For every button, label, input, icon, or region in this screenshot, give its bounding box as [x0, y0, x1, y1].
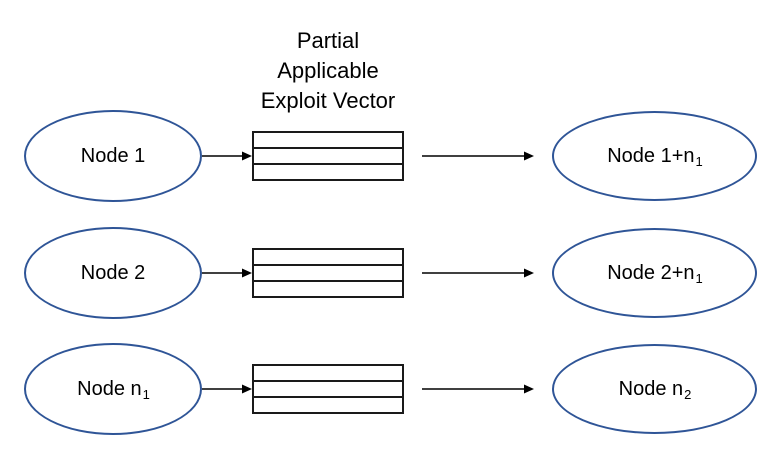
- exploit-vector-box: [252, 364, 404, 414]
- arrow-right-icon: [422, 268, 534, 278]
- exploit-vector-cell: [254, 280, 402, 296]
- diagram-title: Partial Applicable Exploit Vector: [260, 28, 396, 113]
- node-label: Node 2+n: [607, 261, 695, 284]
- arrow-right-icon: [422, 151, 534, 161]
- exploit-vector-cell: [254, 366, 402, 380]
- exploit-vector-cell: [254, 250, 402, 264]
- exploit-vector-cell: [254, 133, 402, 147]
- exploit-vector-cell: [254, 163, 402, 179]
- exploit-vector-cell: [254, 264, 402, 280]
- exploit-vector-cell: [254, 380, 402, 396]
- node-label: Node n: [77, 377, 142, 400]
- node-label: Node 1+n: [607, 144, 695, 167]
- node-label-subscript: 1: [695, 270, 703, 286]
- node-label: Node 1: [80, 144, 146, 167]
- arrow-right-icon: [202, 268, 252, 278]
- arrow-right-icon: [202, 151, 252, 161]
- node-label: Node n: [618, 377, 684, 400]
- node-label-subscript: 1: [695, 153, 703, 169]
- exploit-vector-cell: [254, 396, 402, 412]
- exploit-vector-cell: [254, 147, 402, 163]
- exploit-vector-box: [252, 248, 404, 298]
- node-label: Node 2: [80, 261, 146, 284]
- arrow-right-icon: [422, 384, 534, 394]
- node-label-subscript: 1: [142, 386, 150, 402]
- node-source-1: Node 1: [24, 110, 202, 202]
- node-source-2: Node 2: [24, 227, 202, 319]
- arrow-right-icon: [202, 384, 252, 394]
- node-label-subscript: 2: [684, 386, 692, 402]
- exploit-vector-box: [252, 131, 404, 181]
